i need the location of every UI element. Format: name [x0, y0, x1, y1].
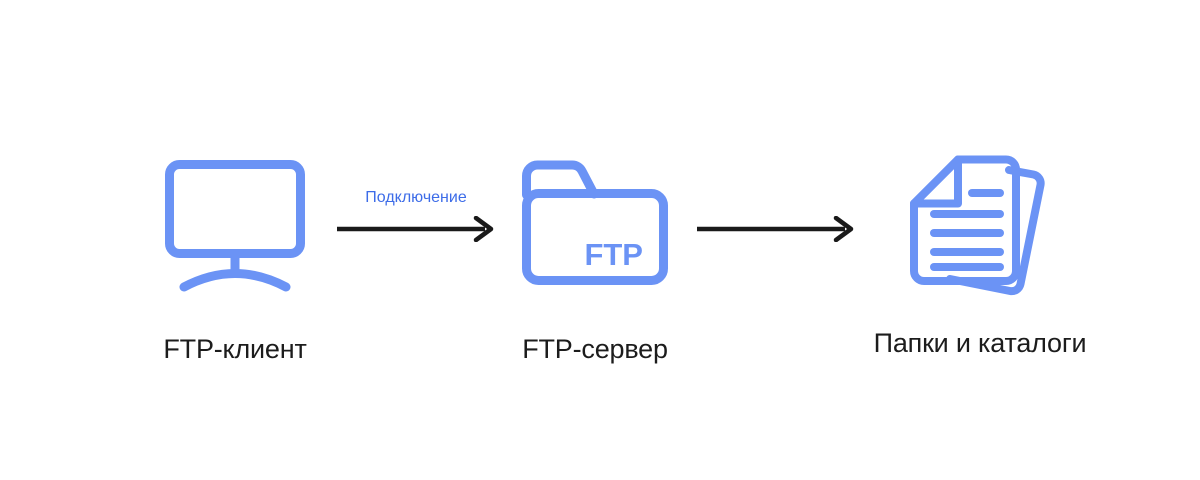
folder-icon: FTP — [521, 160, 669, 286]
documents-icon-svg — [910, 155, 1045, 296]
node-label-files: Папки и каталоги — [873, 328, 1087, 358]
connector-label-connection: Подключение — [365, 189, 467, 206]
arrow-right-icon — [697, 216, 854, 242]
arrow-right-icon — [337, 216, 494, 242]
node-label-server: FTP-сервер — [522, 334, 668, 364]
connector-server-to-files — [690, 212, 862, 242]
monitor-icon — [165, 160, 305, 292]
folder-icon-text: FTP — [584, 237, 643, 272]
diagram-node-server: FTP FTP-сервер — [380, 160, 810, 363]
diagram-node-files: Папки и каталоги — [760, 155, 1200, 357]
monitor-icon-svg — [165, 160, 305, 292]
folder-icon-svg: FTP — [522, 160, 668, 285]
connector-client-to-server: Подключение — [330, 190, 502, 242]
documents-icon — [910, 155, 1050, 298]
diagram-node-client: FTP-клиент — [0, 160, 470, 363]
node-label-client: FTP-клиент — [163, 334, 307, 364]
